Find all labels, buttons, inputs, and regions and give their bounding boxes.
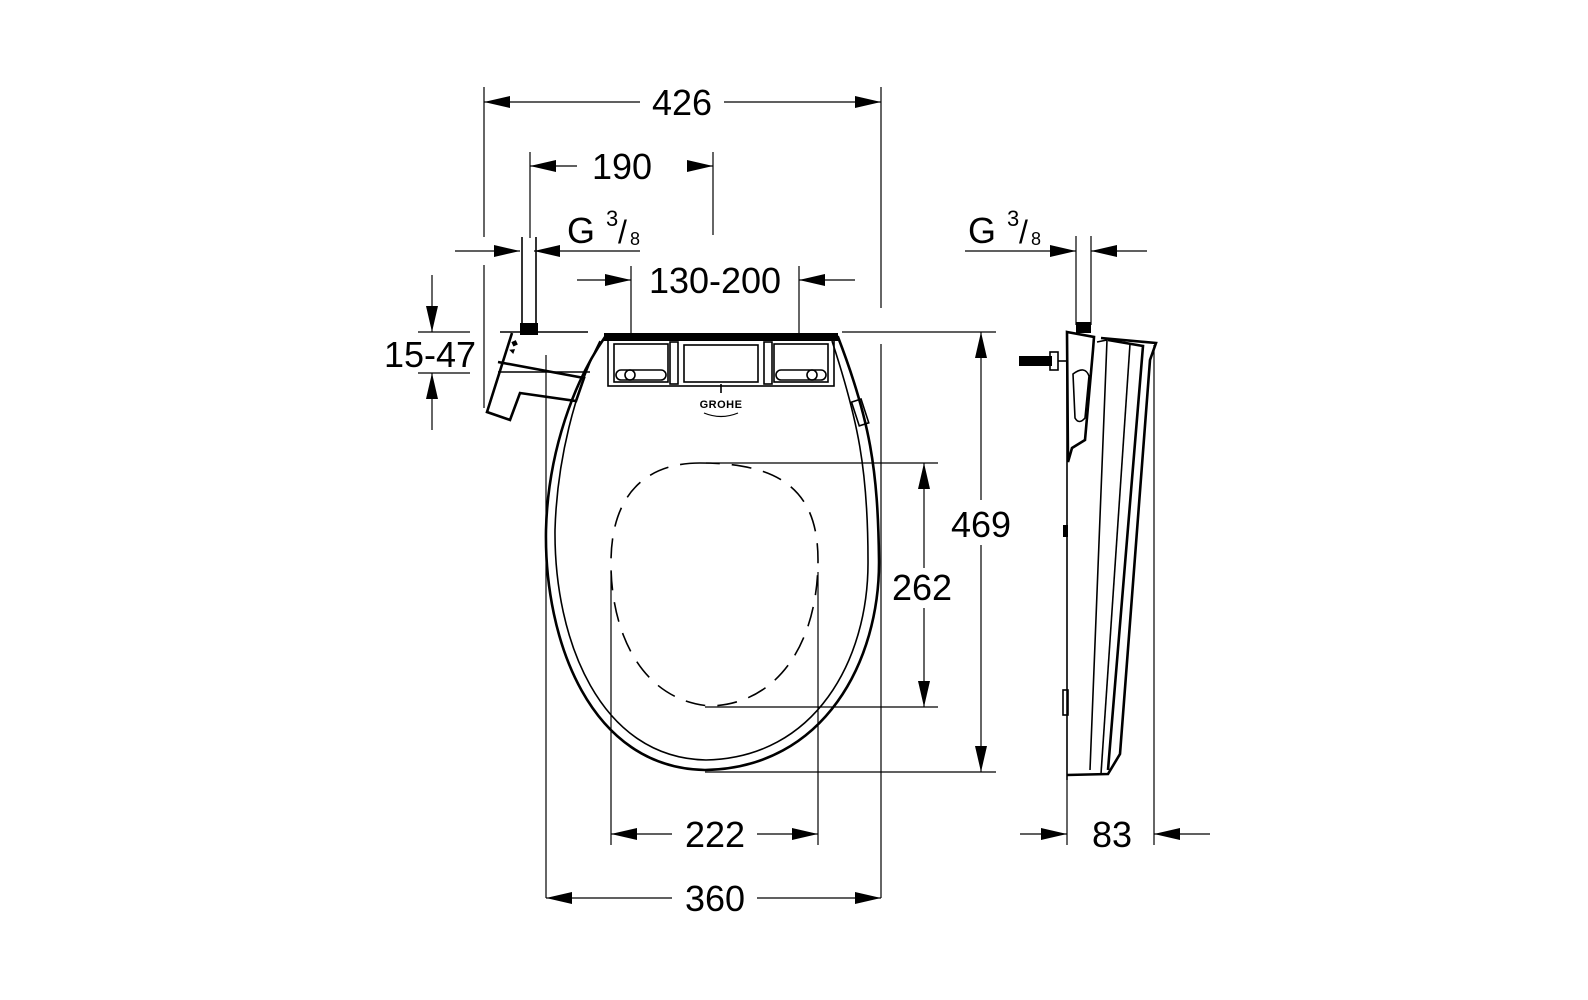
dimension-thread-side: G (965, 210, 1147, 325)
dim-360-label: 360 (685, 878, 745, 919)
dimension-hinge-spacing: 130-200 (577, 260, 855, 337)
dimension-seat-width: 360 (546, 878, 881, 919)
thread-front-slash: / (618, 214, 627, 250)
dimension-thread-front: G (455, 210, 640, 257)
top-view: 426 190 G 3 / 8 130-200 (384, 82, 1011, 919)
thread-front-sub: 8 (630, 229, 640, 249)
thread-front-main: G (567, 210, 595, 251)
thread-side-sub: 8 (1031, 229, 1041, 249)
dimension-pipe-to-center: 190 (530, 146, 713, 187)
dimension-mount-height: 15-47 (384, 275, 476, 430)
side-view: G 3 / 8 83 (965, 206, 1210, 855)
dimension-overall-length: 469 (705, 331, 1011, 773)
seat-opening (610, 462, 819, 707)
dimension-side-depth: 83 (1020, 345, 1210, 855)
thread-side-slash: / (1019, 214, 1028, 250)
dimension-opening-length: 262 (705, 462, 952, 708)
dim-426-label: 426 (652, 82, 712, 123)
dim-83-label: 83 (1092, 814, 1132, 855)
control-icons: ▲◆ (505, 338, 520, 356)
dim-15-47-label: 15-47 (384, 334, 476, 375)
thread-front-sup: 3 (606, 206, 618, 231)
dimension-overall-width: 426 (484, 82, 881, 123)
thread-side-main: G (968, 210, 996, 251)
dimension-opening-width: 222 (610, 572, 819, 855)
dim-262-label: 262 (892, 567, 952, 608)
dim-469-label: 469 (951, 504, 1011, 545)
brand-logo: GROHE (700, 399, 743, 411)
supply-pipe (520, 237, 538, 335)
toilet-seat-outline (544, 335, 881, 772)
hinge-plate: GROHE (604, 333, 838, 418)
dim-190-label: 190 (592, 146, 652, 187)
dim-130-200-label: 130-200 (649, 260, 781, 301)
dim-222-label: 222 (685, 814, 745, 855)
thread-side-sup: 3 (1007, 206, 1019, 231)
